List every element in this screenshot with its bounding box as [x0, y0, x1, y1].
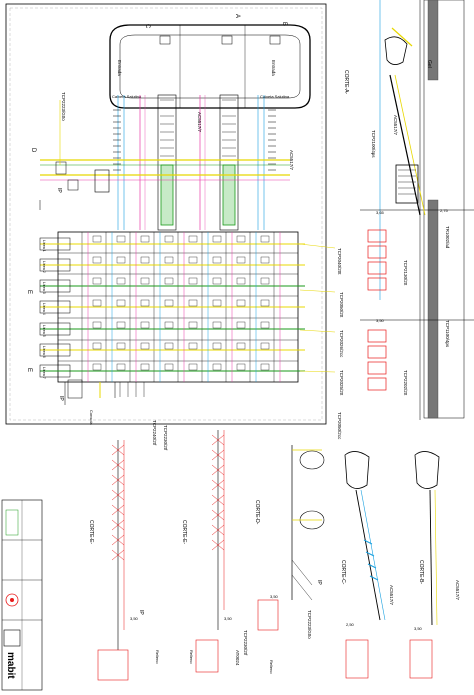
svg-text:2,75: 2,75: [440, 208, 449, 213]
svg-text:3,50: 3,50: [376, 318, 385, 323]
svg-text:Consola: Consola: [89, 410, 94, 425]
svg-text:AC5517/7: AC5517/7: [289, 150, 294, 171]
svg-text:CORTE-B-: CORTE-B-: [418, 560, 424, 584]
svg-text:AC5517/7: AC5517/7: [393, 115, 398, 136]
svg-text:TR1002/ad: TR1002/ad: [445, 226, 450, 249]
plan-frame: [5, 3, 327, 425]
svg-text:TCP2230/2tf: TCP2230/2tf: [163, 425, 168, 451]
svg-text:AC5517/7: AC5517/7: [389, 585, 394, 606]
svg-text:A: A: [234, 14, 240, 18]
lower-conveyor: [64, 382, 145, 405]
svg-text:Linea 5: Linea 5: [42, 325, 46, 337]
svg-text:3,65: 3,65: [376, 210, 385, 215]
corte-e-1: CORTE-E- IP 3,50 Relleno: [88, 440, 160, 681]
top-markers: C A B: [144, 14, 287, 45]
svg-text:Relleno: Relleno: [269, 660, 274, 674]
svg-text:AC5517/7: AC5517/7: [455, 580, 460, 601]
plan-callouts: TCP2223/Gtto AC5517/7 AC5517/7 TCP2040/2…: [59, 92, 344, 446]
svg-text:IP: IP: [138, 610, 144, 615]
svg-text:3,50: 3,50: [224, 616, 233, 621]
svg-text:CORTE-D-: CORTE-D-: [254, 500, 260, 525]
svg-text:Linea 1: Linea 1: [42, 240, 46, 252]
right-elevation: CORTE-A- Gel AC5517/7 TCP2100/4ps TR1002…: [343, 0, 474, 420]
svg-text:2,50: 2,50: [346, 622, 355, 627]
svg-text:Linea 4: Linea 4: [42, 303, 46, 315]
corte-d: CORTE-D- IP TCP2223/Gtto 3,50 Relleno: [254, 445, 325, 674]
corte-c: CORTE-C- AC5517/7 2,50: [340, 451, 394, 679]
svg-text:CORTE-C-: CORTE-C-: [340, 560, 346, 585]
svg-text:Linea 6: Linea 6: [42, 346, 46, 358]
svg-text:TCP2223/Gtto: TCP2223/Gtto: [307, 610, 312, 639]
svg-text:AT0024: AT0024: [235, 650, 240, 666]
svg-text:TCP2100/4ps: TCP2100/4ps: [371, 130, 376, 158]
svg-text:TCP2202/2tt: TCP2202/2tt: [403, 370, 408, 396]
entrada-right-label: Entrada: [271, 60, 276, 76]
storage-grid: [40, 231, 305, 383]
plan-inner-frame: [9, 7, 323, 421]
svg-text:Relleno: Relleno: [155, 650, 160, 664]
svg-text:3,50: 3,50: [270, 594, 279, 599]
svg-text:E: E: [26, 290, 32, 294]
svg-text:IP: IP: [56, 188, 62, 193]
title-block: mabit: [1, 499, 43, 691]
svg-text:3,50: 3,50: [414, 626, 423, 631]
svg-text:Relleno: Relleno: [189, 650, 194, 664]
svg-text:TCP2240/2tf: TCP2240/2tf: [152, 420, 157, 446]
svg-text:CORTE-E-: CORTE-E-: [88, 520, 94, 544]
svg-text:IP: IP: [316, 580, 322, 585]
svg-text:Gel: Gel: [426, 60, 432, 68]
svg-text:Linea 7: Linea 7: [42, 367, 46, 379]
svg-text:D: D: [30, 148, 36, 153]
svg-text:TCP1100/4ps: TCP1100/4ps: [445, 320, 450, 348]
salida-left-label: Caixeta Salutina: [112, 94, 142, 99]
row-labels: Linea 1 Linea 2 Linea 3 Linea 4 Linea 5 …: [39, 237, 71, 379]
svg-text:E: E: [26, 368, 32, 372]
svg-text:TCP2223/Gtto: TCP2223/Gtto: [61, 92, 66, 121]
corte-e-2: CORTE-E- 3,50 TCP2230/2tf AT0024 TCP2230…: [163, 425, 248, 673]
logo-mark: [3, 629, 21, 647]
svg-text:TCP2050/2cc: TCP2050/2cc: [337, 412, 342, 440]
svg-text:TCP2050/2tt: TCP2050/2tt: [339, 292, 344, 318]
svg-text:B: B: [281, 22, 287, 26]
svg-text:AC5517/7: AC5517/7: [197, 112, 202, 133]
svg-text:CORTE-A-: CORTE-A-: [343, 70, 349, 94]
corte-b: CORTE-B- AC5517/7 3,50: [409, 451, 460, 679]
logo: mabit: [5, 652, 16, 679]
svg-text:TCP2026/2cc: TCP2026/2cc: [339, 330, 344, 358]
left-markers: D E E IP IP Consola: [26, 148, 94, 425]
salida-right-label: Caixeta Salutina: [260, 94, 290, 99]
svg-text:TCP2025/2tt: TCP2025/2tt: [339, 370, 344, 396]
svg-text:TCP2230/2tf: TCP2230/2tf: [243, 630, 248, 656]
svg-text:TCP2040/2ttt: TCP2040/2ttt: [337, 248, 342, 275]
svg-text:TCP2130/2tt: TCP2130/2tt: [403, 260, 408, 286]
svg-text:3,50: 3,50: [130, 616, 139, 621]
entrada-left-label: Entrada: [117, 60, 122, 76]
svg-text:IP: IP: [58, 396, 64, 401]
svg-text:C: C: [144, 24, 150, 29]
top-conveyor-inner: [119, 34, 301, 99]
feeder-conveyors: [113, 94, 276, 231]
svg-text:CORTE-E-: CORTE-E-: [181, 520, 187, 544]
svg-text:Linea 3: Linea 3: [42, 282, 46, 294]
upper-transfer-lines: [39, 159, 290, 210]
svg-text:Linea 2: Linea 2: [42, 261, 46, 273]
top-conveyor-loop: [109, 24, 311, 109]
